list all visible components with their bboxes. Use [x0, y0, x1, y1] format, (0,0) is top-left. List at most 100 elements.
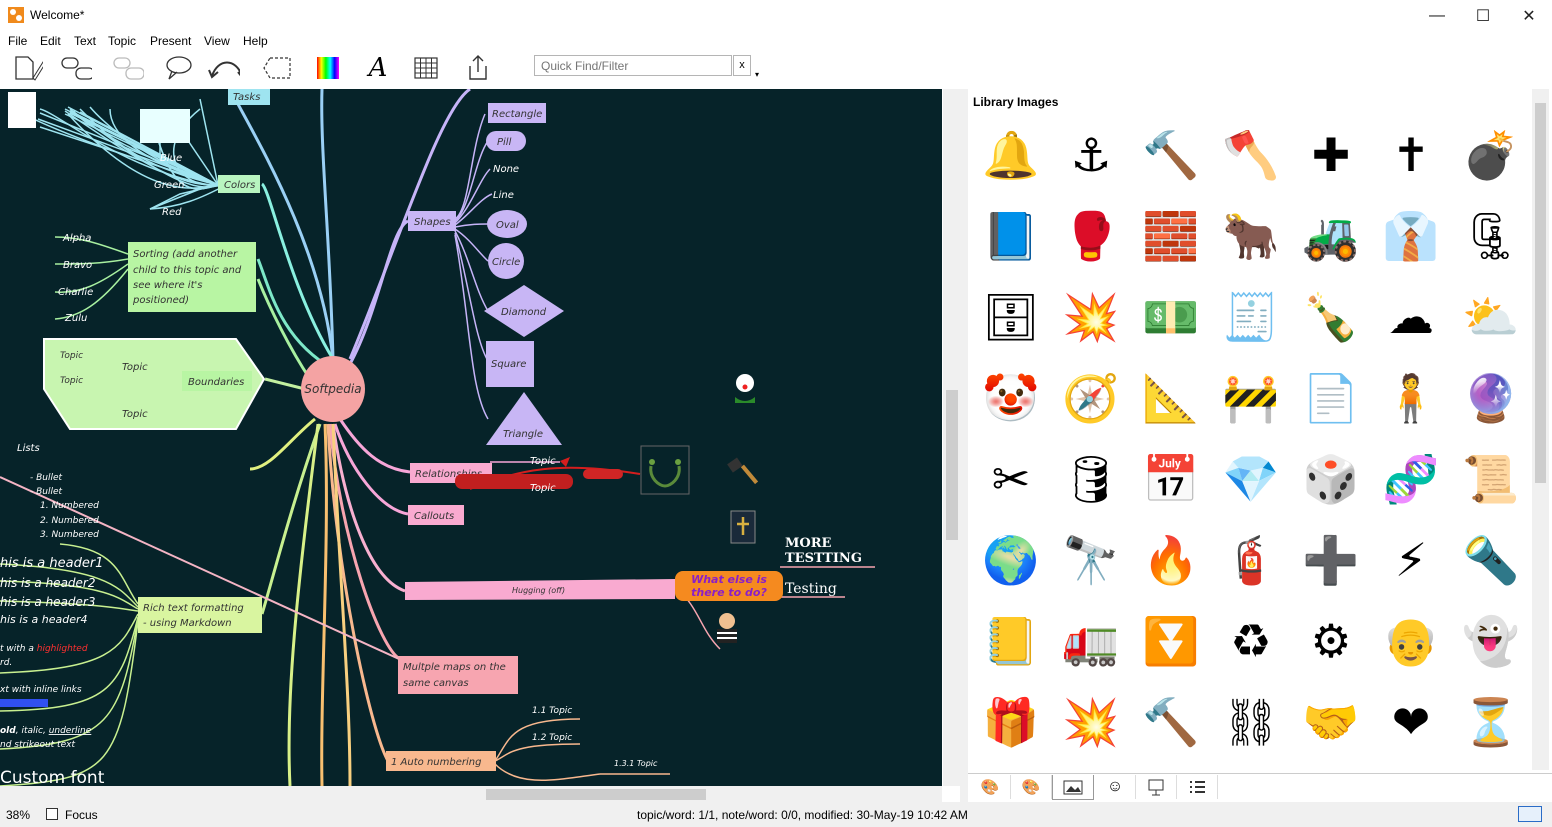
tab-emoji[interactable]: ☺	[1095, 775, 1136, 799]
tab-outline[interactable]	[1177, 775, 1218, 799]
library-image-fire-alarm-bell[interactable]: 🔔	[972, 115, 1050, 195]
library-image-sun-cloud[interactable]: ⛅	[1452, 277, 1530, 357]
library-image-forklift[interactable]: 🚛	[1052, 601, 1130, 681]
library-image-axe[interactable]: 🪓	[1212, 115, 1290, 195]
library-image-bandage[interactable]: ✚	[1292, 115, 1370, 195]
library-image-heart[interactable]: ❤	[1372, 682, 1450, 762]
tab-palette[interactable]: 🎨	[970, 775, 1011, 799]
colors-topic[interactable]	[218, 175, 260, 193]
library-image-lightning[interactable]: ⚡	[1372, 520, 1450, 600]
library-image-brick-wall[interactable]: 🧱	[1132, 196, 1210, 276]
library-image-bomb[interactable]: 💣	[1452, 115, 1530, 195]
focus-checkbox[interactable]	[46, 808, 58, 820]
tab-palette-edit[interactable]: 🎨	[1011, 775, 1052, 799]
library-image-funnel[interactable]: ⏬	[1132, 601, 1210, 681]
menu-topic[interactable]: Topic	[108, 34, 137, 48]
library-image-contract[interactable]: 📄	[1292, 358, 1370, 438]
menu-file[interactable]: File	[8, 34, 28, 48]
square-shape[interactable]	[486, 341, 534, 387]
library-image-crash-dummy[interactable]: 🧍	[1372, 358, 1450, 438]
library-image-diamond[interactable]: 💎	[1212, 439, 1290, 519]
tasks-topic[interactable]	[228, 89, 270, 105]
menu-present[interactable]: Present	[150, 34, 192, 48]
library-image-dna[interactable]: 🧬	[1372, 439, 1450, 519]
library-image-binoculars[interactable]: 🔭	[1052, 520, 1130, 600]
triangle-shape[interactable]	[486, 392, 562, 445]
rich-text-topic[interactable]	[138, 597, 262, 633]
canvas-horizontal-scrollbar[interactable]	[0, 786, 942, 802]
library-image-grenade[interactable]: 💥	[1052, 682, 1130, 762]
library-image-drafting-compass[interactable]: 📐	[1132, 358, 1210, 438]
rectangle-shape[interactable]	[488, 103, 546, 123]
library-image-hourglass[interactable]: ⏳	[1452, 682, 1530, 762]
add-topic-button[interactable]	[60, 53, 92, 83]
library-image-handcuffs[interactable]: ⛓	[1212, 682, 1290, 762]
table-button[interactable]	[410, 53, 442, 83]
prisoner-icon[interactable]	[717, 613, 737, 643]
circle-shape[interactable]	[488, 243, 524, 279]
canvas-vertical-scroll-thumb[interactable]	[946, 390, 958, 540]
export-button[interactable]	[462, 53, 494, 83]
library-image-binder[interactable]: 📒	[972, 601, 1050, 681]
library-image-boxing-gloves[interactable]: 🥊	[1052, 196, 1130, 276]
boundaries-topic[interactable]	[182, 371, 252, 391]
callout-button[interactable]	[162, 53, 194, 83]
inline-link[interactable]	[0, 699, 48, 707]
layout-toggle-icon[interactable]	[1518, 806, 1542, 822]
library-image-fire[interactable]: 🔥	[1132, 520, 1210, 600]
sorting-topic[interactable]	[128, 242, 256, 312]
hammer-icon[interactable]	[727, 457, 759, 485]
search-dropdown-icon[interactable]: ▾	[755, 70, 760, 79]
library-image-certificate[interactable]: 📜	[1452, 439, 1530, 519]
callouts-topic[interactable]	[408, 505, 464, 525]
library-image-road-barrier[interactable]: 🚧	[1212, 358, 1290, 438]
tab-presentation[interactable]	[1136, 775, 1177, 799]
library-image-bull[interactable]: 🐂	[1212, 196, 1290, 276]
library-image-bulldozer[interactable]: 🚜	[1292, 196, 1370, 276]
task-note[interactable]	[8, 92, 36, 128]
library-image-filing-cabinet[interactable]: 🗄	[972, 277, 1050, 357]
library-image-clouds[interactable]: ☁	[1372, 277, 1450, 357]
minimize-button[interactable]: —	[1429, 6, 1445, 24]
shapes-topic[interactable]	[408, 211, 456, 231]
quick-find-input[interactable]	[534, 55, 732, 76]
library-image-champagne[interactable]: 🍾	[1292, 277, 1370, 357]
library-image-recycle-bin[interactable]: ♻	[1212, 601, 1290, 681]
library-image-scissors[interactable]: ✂	[972, 439, 1050, 519]
panel-splitter[interactable]	[960, 89, 968, 802]
boundary-button[interactable]	[262, 53, 294, 83]
multiple-maps-topic[interactable]	[398, 656, 518, 694]
menu-view[interactable]: View	[204, 34, 230, 48]
boundary-shape[interactable]	[43, 338, 266, 430]
library-image-c-clamp[interactable]: 🗜	[1452, 196, 1530, 276]
color-button[interactable]	[312, 53, 344, 83]
central-topic[interactable]	[301, 356, 365, 422]
bible-icon[interactable]	[730, 510, 756, 544]
menu-edit[interactable]: Edit	[40, 34, 61, 48]
what-else-topic[interactable]	[675, 571, 783, 601]
library-image-gears[interactable]: ⚙	[1292, 601, 1370, 681]
library-image-crystal-ball[interactable]: 🔮	[1452, 358, 1530, 438]
library-image-cannon[interactable]: 💥	[1052, 277, 1130, 357]
tab-images[interactable]	[1052, 775, 1094, 800]
clown-icon[interactable]	[735, 374, 755, 403]
library-image-hammer[interactable]: 🔨	[1132, 682, 1210, 762]
pill-shape[interactable]	[486, 131, 526, 151]
library-image-clown[interactable]: 🤡	[972, 358, 1050, 438]
relationship-button[interactable]	[208, 53, 240, 83]
library-image-compass[interactable]: 🧭	[1052, 358, 1130, 438]
close-button[interactable]: ✕	[1522, 7, 1536, 25]
library-image-cash-register[interactable]: 🧾	[1212, 277, 1290, 357]
library-image-einstein[interactable]: 👴	[1372, 601, 1450, 681]
menu-text[interactable]: Text	[74, 34, 97, 48]
library-image-bible[interactable]: ✝	[1372, 115, 1450, 195]
library-image-gift[interactable]: 🎁	[972, 682, 1050, 762]
add-subtopic-button[interactable]	[112, 53, 144, 83]
library-image-database[interactable]: 🛢	[1052, 439, 1130, 519]
library-image-money[interactable]: 💵	[1132, 277, 1210, 357]
library-image-fire-extinguisher[interactable]: 🧯	[1212, 520, 1290, 600]
menu-help[interactable]: Help	[243, 34, 268, 48]
zoom-level[interactable]: 38%	[6, 808, 31, 822]
library-image-globe[interactable]: 🌍	[972, 520, 1050, 600]
maximize-button[interactable]: ☐	[1475, 7, 1491, 25]
